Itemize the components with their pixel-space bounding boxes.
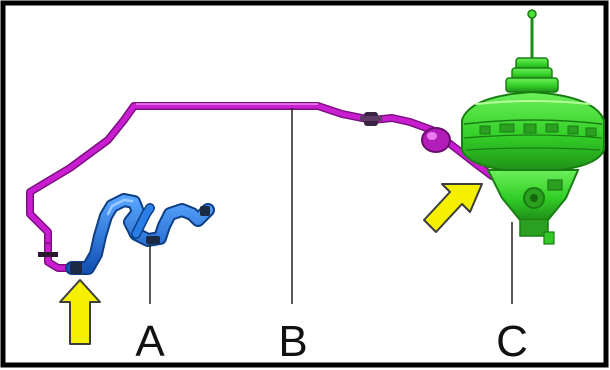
- blue-hose-a: [65, 193, 215, 275]
- callout-label-b: B: [278, 317, 307, 366]
- hose-clamp: [70, 262, 82, 274]
- callout-label-c: C: [496, 317, 528, 366]
- callout-label-a: A: [135, 317, 165, 366]
- check-valve: [421, 127, 451, 153]
- line-clip: [38, 252, 58, 257]
- hose-end: [200, 206, 210, 216]
- hose-clamp: [146, 236, 160, 244]
- arrow-up-icon: [59, 279, 101, 345]
- line-connector-collar: [360, 116, 382, 121]
- check-valve-highlight: [427, 132, 437, 140]
- vacuum-line-b: [26, 102, 496, 272]
- arrow-diagonal-icon: [423, 183, 483, 233]
- brake-booster-c: [461, 9, 605, 245]
